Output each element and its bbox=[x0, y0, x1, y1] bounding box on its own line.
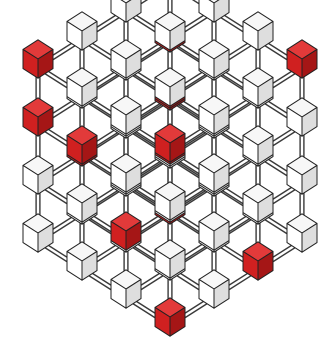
red-cube bbox=[155, 298, 185, 336]
